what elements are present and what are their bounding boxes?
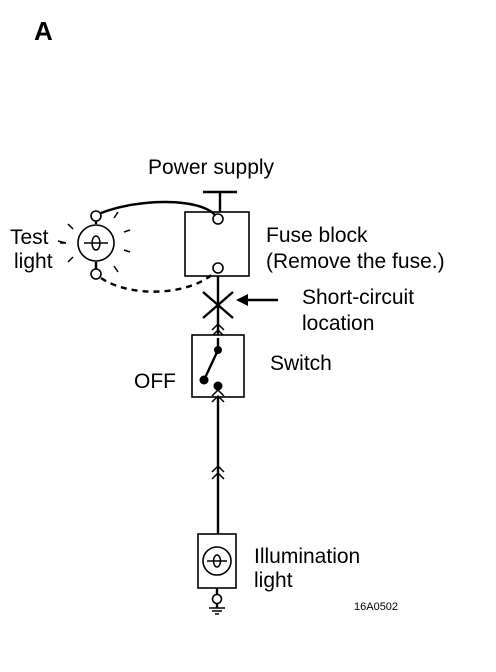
fuse-block-label: Fuse block [266,224,368,247]
connector-chevron-upper [211,322,225,337]
test-light-label-2: light [14,250,53,273]
short-circuit-label: Short-circuit [302,286,414,309]
test-light [60,210,131,280]
panel-letter: A [34,16,53,46]
fuse-block [184,211,250,277]
fuse-terminal-top [212,213,224,225]
ground-icon [209,604,225,615]
test-lead-bottom [100,271,216,293]
illumination-light-label-2: light [254,569,293,592]
test-lead-top [100,200,216,216]
connector-chevron-mid [211,464,225,480]
illumination-light-label: Illumination [254,545,360,568]
short-circuit-label-2: location [302,312,374,335]
illumination-light [197,533,237,605]
short-circuit-mark [202,291,234,319]
figure-code: 16A0502 [354,601,398,613]
power-supply-label: Power supply [148,156,275,179]
short-circuit-arrow [236,294,278,306]
power-supply-terminal [203,190,237,214]
light-rays [60,211,131,273]
test-light-label: Test [10,226,49,249]
switch-label: Switch [270,352,332,375]
connector-chevron-switch-bottom [211,388,225,403]
fuse-terminal-bottom [212,262,224,274]
fuse-block-note: (Remove the fuse.) [266,250,445,273]
switch [191,334,245,398]
switch-state-label: OFF [134,370,176,393]
